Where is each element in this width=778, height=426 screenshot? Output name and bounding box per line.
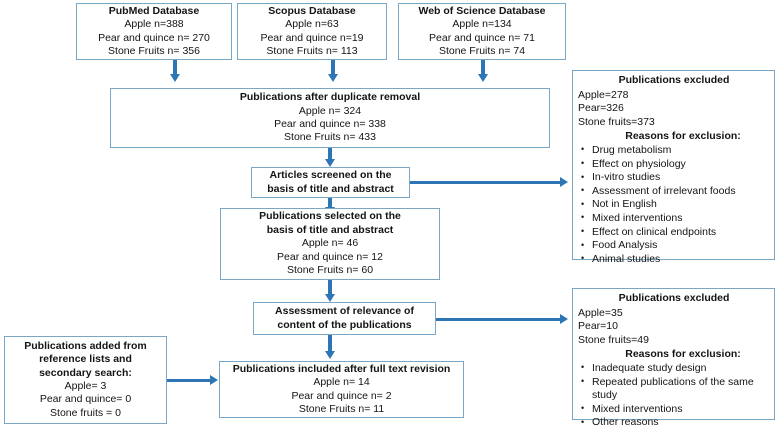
publications-selected-box: Publications selected on the basis of ti…	[220, 208, 440, 280]
excluded-first-pear-count: Pear=326	[578, 102, 624, 115]
excluded-second-title: Publications excluded	[618, 292, 730, 304]
duplicate-removal-title: Publications after duplicate removal	[239, 91, 421, 104]
excluded-first-reasons-list: Drug metabolism Effect on physiology In-…	[578, 143, 770, 267]
arrowhead-screened-to-excluded-first	[560, 176, 568, 187]
publications-excluded-first-panel: Publications excluded Apple=278 Pear=326…	[572, 70, 775, 265]
publications-selected-pear-count: Pear and quince n= 12	[277, 250, 383, 263]
list-item: Not in English	[578, 198, 770, 212]
excluded-first-stone-count: Stone fruits=373	[578, 115, 655, 128]
excluded-first-reasons-heading: Reasons for exclusion:	[625, 130, 741, 143]
publications-added-stone-count: Stone fruits = 0	[50, 406, 121, 419]
publications-selected-line-1: Publications selected on the	[259, 210, 401, 223]
connector-selected-to-assessment	[328, 280, 332, 296]
arrowhead-assessment-to-excluded-second	[560, 314, 568, 324]
list-item: Other reasons	[578, 416, 770, 426]
excluded-first-title: Publications excluded	[618, 74, 730, 86]
arrowhead-pubmed-to-duplicates	[169, 74, 180, 82]
publications-included-title: Publications included after full text re…	[232, 362, 451, 375]
list-item: Effect on clinical endpoints	[578, 225, 770, 240]
excluded-second-reasons-heading: Reasons for exclusion:	[625, 348, 741, 361]
assessment-line-1: Assessment of relevance of	[275, 305, 414, 318]
publications-included-box: Publications included after full text re…	[219, 361, 464, 418]
list-item: Assessment of irrelevant foods	[578, 184, 770, 199]
source-pear-count: Pear and quince n= 71	[429, 31, 535, 44]
arrowhead-selected-to-assessment	[324, 294, 335, 302]
list-item: Drug metabolism	[578, 143, 770, 158]
duplicate-removal-box: Publications after duplicate removal App…	[110, 88, 550, 148]
publications-added-line-3: secondary search:	[39, 366, 132, 379]
list-item: Food Analysis	[578, 239, 770, 253]
excluded-first-apple-count: Apple=278	[578, 88, 629, 101]
connector-assessment-to-excluded-second	[436, 318, 562, 322]
connector-screened-to-excluded-first	[410, 180, 562, 184]
source-stone-count: Stone Fruits n= 74	[438, 44, 526, 57]
publications-included-pear-count: Pear and quince n= 2	[291, 389, 392, 402]
articles-screened-line-2: basis of title and abstract	[267, 182, 394, 195]
publications-added-apple-count: Apple= 3	[64, 380, 107, 392]
source-apple-count: Apple n=63	[285, 18, 339, 31]
list-item: Repeated publications of the same study	[578, 375, 770, 403]
publications-added-line-1: Publications added from	[24, 339, 147, 352]
source-box-pubmed: PubMed Database Apple n=388 Pear and qui…	[76, 3, 232, 60]
source-stone-count: Stone Fruits n= 113	[266, 44, 358, 57]
arrowhead-assessment-to-included	[324, 351, 335, 359]
source-title: Scopus Database	[268, 4, 356, 17]
arrowhead-added-to-included	[210, 374, 218, 385]
list-item: Effect on physiology	[578, 157, 770, 172]
list-item: Mixed interventions	[578, 402, 770, 417]
connector-wos-to-duplicates	[481, 60, 485, 76]
articles-screened-box: Articles screened on the basis of title …	[251, 167, 410, 198]
publications-selected-stone-count: Stone Fruits n= 60	[286, 264, 374, 277]
list-item: In-vitro studies	[578, 171, 770, 185]
publications-added-box: Publications added from reference lists …	[4, 336, 167, 424]
articles-screened-line-1: Articles screened on the	[269, 169, 392, 182]
connector-scopus-to-duplicates	[331, 60, 335, 76]
arrowhead-scopus-to-duplicates	[327, 74, 338, 82]
excluded-second-stone-count: Stone fruits=49	[578, 333, 649, 346]
source-title: Web of Science Database	[418, 4, 546, 17]
publications-included-apple-count: Apple n= 14	[313, 376, 370, 389]
list-item: Inadequate study design	[578, 361, 770, 376]
excluded-second-pear-count: Pear=10	[578, 320, 618, 333]
connector-duplicates-to-screened	[328, 148, 332, 161]
source-title: PubMed Database	[108, 4, 200, 17]
excluded-second-apple-count: Apple=35	[578, 306, 623, 319]
list-item: Animal studies	[578, 252, 770, 267]
duplicate-removal-stone-count: Stone Fruits n= 433	[284, 131, 376, 144]
source-box-web-of-science: Web of Science Database Apple n=134 Pear…	[398, 3, 566, 60]
connector-added-to-included	[167, 378, 212, 382]
source-box-scopus: Scopus Database Apple n=63 Pear and quin…	[237, 3, 387, 60]
source-apple-count: Apple n=134	[452, 18, 512, 31]
list-item: Mixed interventions	[578, 211, 770, 226]
source-apple-count: Apple n=388	[124, 18, 184, 31]
publications-selected-apple-count: Apple n= 46	[301, 237, 359, 250]
duplicate-removal-apple-count: Apple n= 324	[298, 104, 362, 117]
arrowhead-wos-to-duplicates	[477, 74, 488, 82]
publications-added-pear-count: Pear and quince= 0	[39, 393, 132, 406]
publications-added-line-2: reference lists and	[39, 353, 132, 366]
publications-selected-line-2: basis of title and abstract	[266, 223, 394, 236]
publications-included-stone-count: Stone Fruits n= 11	[298, 402, 385, 415]
assessment-line-2: content of the publications	[277, 318, 412, 331]
publications-excluded-second-panel: Publications excluded Apple=35 Pear=10 S…	[572, 288, 775, 426]
connector-assessment-to-included	[328, 335, 332, 353]
arrowhead-duplicates-to-screened	[324, 159, 335, 167]
source-stone-count: Stone Fruits n= 356	[108, 44, 200, 57]
duplicate-removal-pear-count: Pear and quince n= 338	[274, 118, 386, 130]
source-pear-count: Pear and quince n=19	[260, 31, 364, 44]
excluded-second-reasons-list: Inadequate study design Repeated publica…	[578, 361, 770, 426]
source-pear-count: Pear and quince n= 270	[98, 31, 210, 44]
assessment-of-relevance-box: Assessment of relevance of content of th…	[253, 302, 436, 335]
connector-pubmed-to-duplicates	[173, 60, 177, 76]
connector-screened-to-selected	[328, 198, 332, 209]
